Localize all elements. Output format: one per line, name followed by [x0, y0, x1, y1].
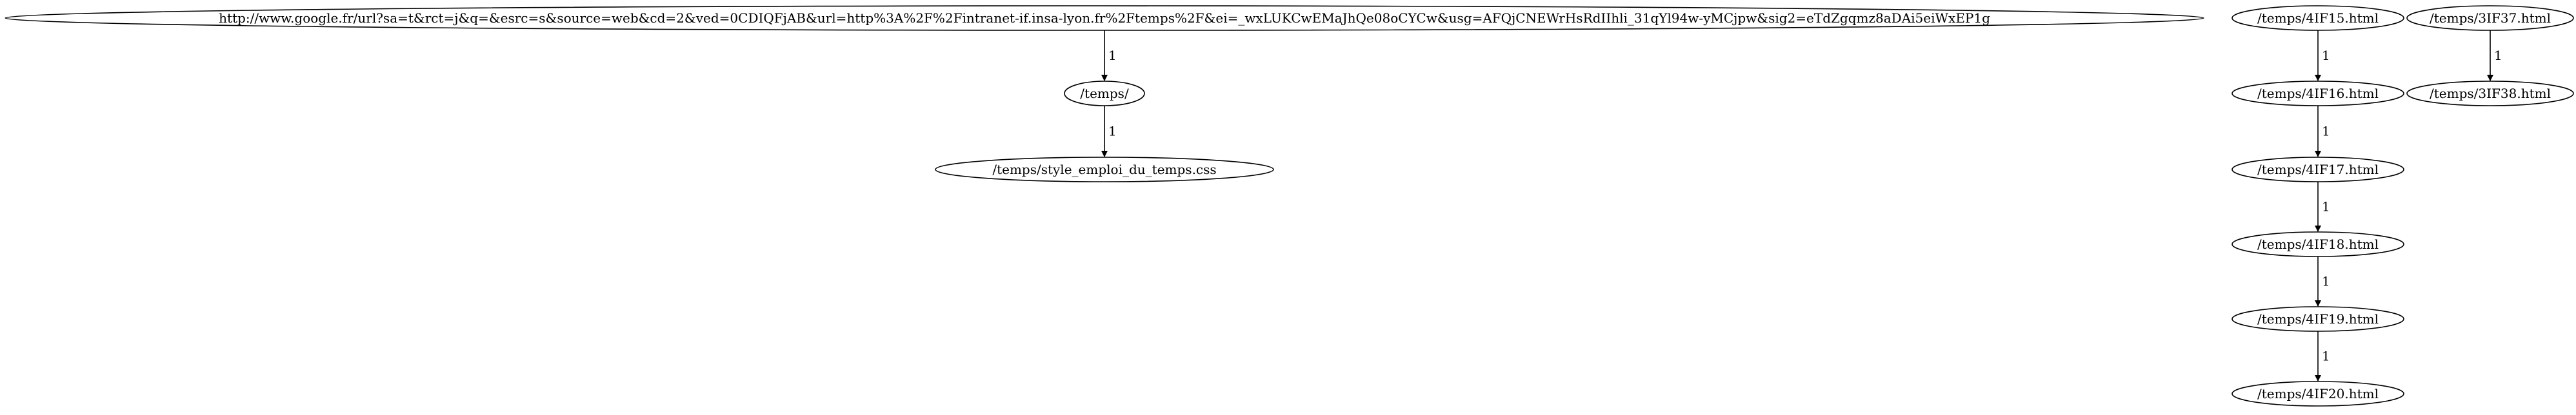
node-ellipse — [2232, 306, 2404, 332]
graph-node: /temps/4IF18.html — [2232, 231, 2404, 257]
node-ellipse — [2232, 5, 2404, 31]
edge-label: 1 — [2322, 124, 2330, 139]
edge-label: 1 — [1108, 48, 1117, 63]
edge: 1 — [2315, 256, 2330, 307]
edge: 1 — [1101, 106, 1117, 157]
edge: 1 — [2315, 30, 2330, 81]
node-ellipse — [2406, 81, 2574, 106]
node-label: /temps/4IF17.html — [2257, 162, 2379, 177]
nodes-layer: http://www.google.fr/url?sa=t&rct=j&q=&e… — [5, 5, 2574, 407]
edge: 1 — [2487, 30, 2502, 81]
edges-layer: 1 1 1 1 1 1 1 1 — [1101, 30, 2502, 381]
graph-node: http://www.google.fr/url?sa=t&rct=j&q=&e… — [5, 5, 2204, 31]
edge-label: 1 — [2494, 48, 2502, 63]
node-ellipse — [2406, 5, 2574, 31]
graph-node: /temps/4IF20.html — [2232, 381, 2404, 407]
node-label: /temps/4IF15.html — [2257, 10, 2379, 26]
node-label: /temps/4IF19.html — [2257, 311, 2379, 327]
node-label: /temps/ — [1080, 86, 1129, 101]
node-ellipse — [2232, 81, 2404, 106]
node-ellipse — [2232, 231, 2404, 257]
edge-label: 1 — [2322, 349, 2330, 364]
node-label: /temps/style_emploi_du_temps.css — [992, 162, 1216, 177]
graph-node: /temps/4IF19.html — [2232, 306, 2404, 332]
graph-node: /temps/4IF17.html — [2232, 157, 2404, 182]
graph-node: /temps/ — [1064, 81, 1145, 106]
graph-node: /temps/4IF16.html — [2232, 81, 2404, 106]
node-ellipse — [2232, 157, 2404, 182]
node-label: /temps/3IF38.html — [2430, 86, 2551, 101]
edge-label: 1 — [2322, 199, 2330, 215]
edge-label: 1 — [1108, 124, 1117, 139]
graph-node: /temps/style_emploi_du_temps.css — [935, 157, 1274, 182]
node-ellipse — [1064, 81, 1145, 106]
node-ellipse — [935, 157, 1274, 182]
edge: 1 — [2315, 106, 2330, 157]
edge-label: 1 — [2322, 274, 2330, 289]
node-label: http://www.google.fr/url?sa=t&rct=j&q=&e… — [219, 10, 1990, 26]
node-label: /temps/4IF20.html — [2257, 386, 2379, 401]
graph-node: /temps/3IF38.html — [2406, 81, 2574, 106]
graph-node: /temps/4IF15.html — [2232, 5, 2404, 31]
edge: 1 — [2315, 331, 2330, 381]
graph-node: /temps/3IF37.html — [2406, 5, 2574, 31]
node-ellipse — [2232, 381, 2404, 407]
edge-label: 1 — [2322, 48, 2330, 63]
node-label: /temps/4IF16.html — [2257, 86, 2379, 101]
edge: 1 — [2315, 182, 2330, 232]
node-ellipse — [5, 5, 2204, 31]
edge: 1 — [1101, 30, 1117, 81]
node-label: /temps/3IF37.html — [2430, 10, 2551, 26]
node-label: /temps/4IF18.html — [2257, 236, 2379, 252]
